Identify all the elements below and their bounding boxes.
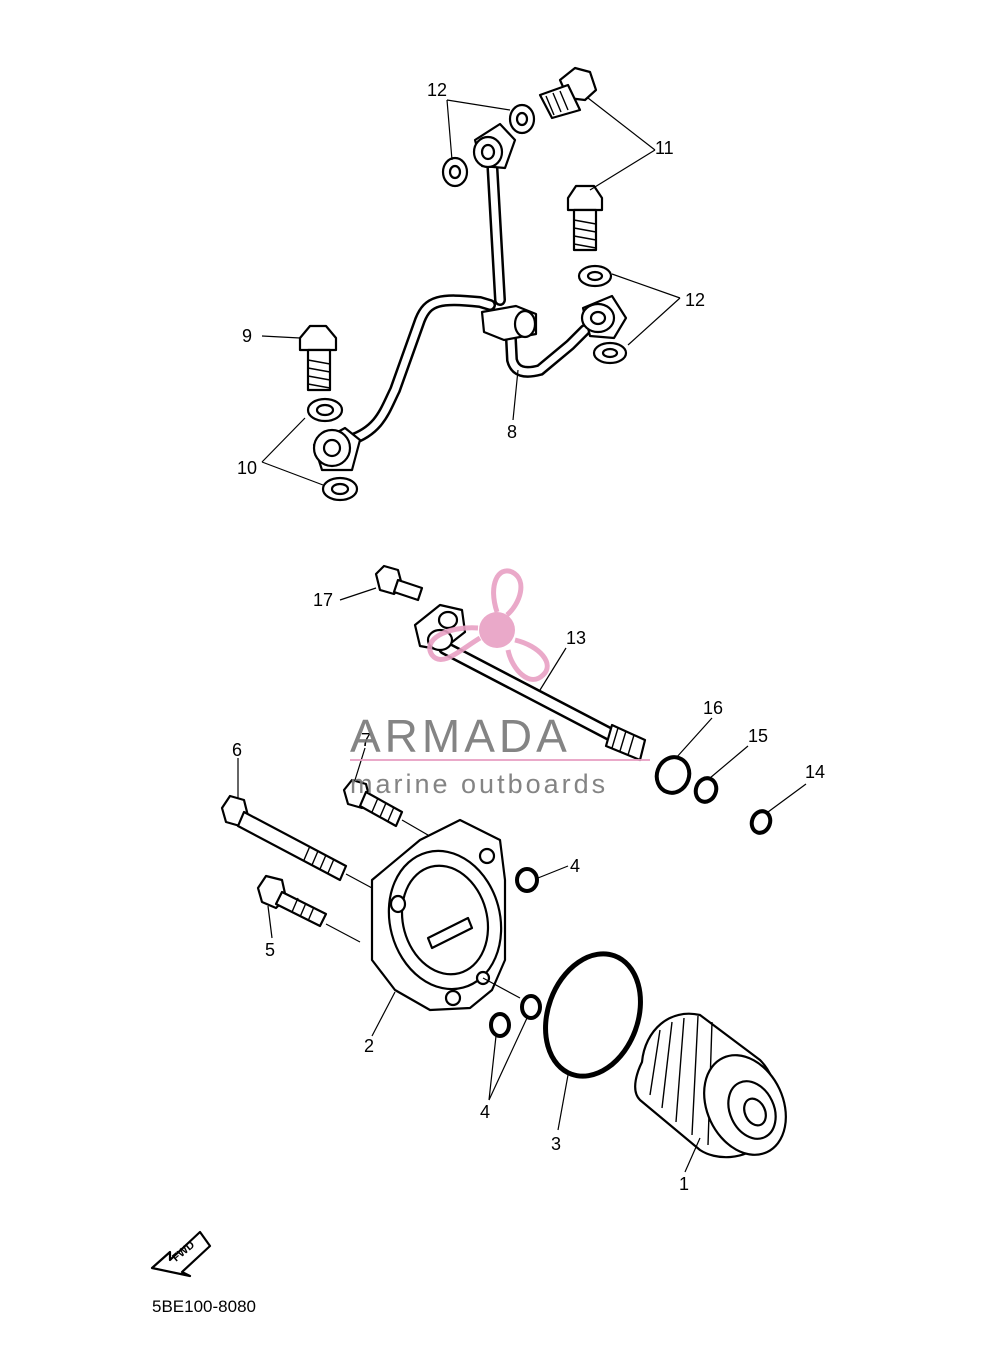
o-ring-large-3 xyxy=(543,951,643,1079)
oil-pipe-assembly xyxy=(298,66,628,502)
callout-4-lower: 4 xyxy=(480,1102,490,1122)
o-rings-housing xyxy=(482,867,542,1038)
right-banjo-fitting xyxy=(580,294,628,340)
callout-4-upper: 4 xyxy=(570,856,580,876)
fwd-arrow: FWD xyxy=(150,1230,212,1278)
callout-2: 2 xyxy=(364,1036,374,1056)
upper-banjo-fitting xyxy=(472,122,517,170)
left-banjo-fitting xyxy=(312,426,362,472)
callout-16: 16 xyxy=(703,698,723,718)
callout-11: 11 xyxy=(655,138,674,158)
callout-12-upper: 12 xyxy=(427,80,447,100)
callout-9: 9 xyxy=(242,326,252,346)
filter-housing-cover xyxy=(370,818,507,1012)
leader-lines xyxy=(237,97,807,1173)
callout-3: 3 xyxy=(551,1134,561,1154)
armada-watermark: ARMADA marine outboards xyxy=(350,568,650,799)
callout-8: 8 xyxy=(507,422,517,442)
callout-1: 1 xyxy=(679,1174,689,1194)
callout-labels: 12 11 12 9 10 8 17 13 16 15 14 6 7 4 5 2… xyxy=(232,80,825,1194)
oil-pipe-13 xyxy=(413,603,647,762)
callout-6: 6 xyxy=(232,740,242,760)
callout-5: 5 xyxy=(265,940,275,960)
callout-14: 14 xyxy=(805,762,825,782)
union-bolt-11-lower xyxy=(566,184,604,252)
propeller-logo-icon xyxy=(427,568,550,682)
callout-15: 15 xyxy=(748,726,768,746)
filter-housing-assembly xyxy=(220,564,787,1159)
watermark-tagline: marine outboards xyxy=(350,769,608,799)
callout-12-lower: 12 xyxy=(685,290,705,310)
callout-13: 13 xyxy=(566,628,586,648)
bolt-7 xyxy=(342,778,441,843)
bolt-17 xyxy=(374,564,424,602)
drawing-code: 5BE100-8080 xyxy=(152,1297,256,1316)
callout-7: 7 xyxy=(361,730,371,750)
oil-filter-element xyxy=(634,1012,787,1159)
o-rings-pipe xyxy=(654,755,773,835)
callout-10: 10 xyxy=(237,458,257,478)
union-bolt-9 xyxy=(298,324,338,392)
bolt-5 xyxy=(256,874,361,943)
oil-delivery-pipe xyxy=(344,154,591,446)
copper-washers xyxy=(306,103,628,502)
watermark-brand: ARMADA xyxy=(350,710,571,762)
bolt-6 xyxy=(220,794,373,889)
union-bolt-11-upper xyxy=(538,66,598,120)
callout-17: 17 xyxy=(313,590,333,610)
